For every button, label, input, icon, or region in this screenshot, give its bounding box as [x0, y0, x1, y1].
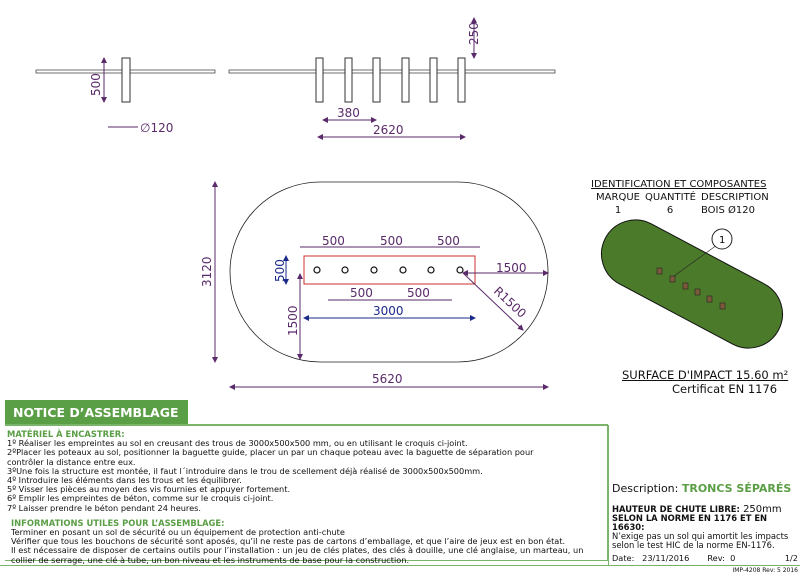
dim-spacing-bottom-1: 500: [350, 286, 373, 300]
description-value: TRONCS SÉPARÉS: [681, 482, 792, 495]
dim-spacing-top-1: 500: [322, 234, 345, 248]
step: 7º Laisser prendre le béton pendant 24 h…: [7, 502, 202, 513]
description-label: Description:: [612, 482, 682, 495]
dim-rect-width: 500: [273, 259, 287, 282]
notice-box: MATÉRIEL À ENCASTRER: 1º Réaliser les em…: [5, 424, 608, 565]
document-code: IMP-4208 Rev: 5 2016: [732, 567, 798, 574]
header-description: DESCRIPTION: [701, 192, 769, 203]
dim-edge: 1500: [496, 261, 527, 275]
description: Description: TRONCS SÉPARÉS: [612, 482, 791, 495]
dim-spacing-top-2: 500: [380, 234, 403, 248]
isometric-view: 1: [600, 219, 784, 349]
step: 3ºUne fois la structure est montée, il f…: [7, 465, 483, 476]
header-quantite: QUANTITÉ: [645, 192, 696, 203]
identification-table: IDENTIFICATION ET COMPOSANTES MARQUE QUAN…: [591, 178, 769, 217]
dim-post-height: 500: [89, 73, 103, 96]
page-number: 1/2: [784, 553, 798, 563]
info-title: INFORMATIONS UTILES POUR L’ASSEMBLAGE:: [11, 517, 225, 528]
identification-header: MARQUE QUANTITÉ DESCRIPTION: [591, 191, 769, 204]
info-line: Vérifier que tous les bouchons de sécuri…: [11, 536, 566, 547]
header-marque: MARQUE: [596, 192, 640, 203]
dim-spacing: 380: [337, 106, 360, 120]
norm-note: N’exige pas un sol qui amortit les impac…: [612, 531, 789, 550]
dim-radius: R1500: [491, 284, 529, 321]
step: 5º Visser les pièces au moyen des vis fo…: [7, 484, 291, 495]
notice-title: NOTICE D’ASSEMBLAGE: [5, 400, 188, 425]
step: 1º Réaliser les empreintes au sol en cre…: [7, 438, 468, 449]
dim-height-above: 250: [467, 22, 481, 45]
dim-width-total: 3120: [200, 256, 214, 287]
dim-side: 1500: [286, 305, 300, 336]
footer: Date: 23/11/2016 Rev: 0 1/2: [612, 553, 800, 563]
date-label: Date:: [612, 553, 635, 563]
cell-quantite: 6: [666, 205, 674, 216]
rev-label: Rev:: [707, 553, 725, 563]
dim-spacing-bottom-2: 500: [407, 286, 430, 300]
certificate: Certificat EN 1176: [672, 382, 778, 396]
elevation-right-view: 250 380 2620: [228, 17, 556, 140]
cell-marque: 1: [614, 205, 622, 216]
dim-spacing-top-3: 500: [437, 234, 460, 248]
divider: [0, 565, 800, 566]
norm-label: SELON LA NORME EN 1176 ET EN 16630:: [612, 513, 768, 532]
plan-view: 3120 5620 500 500 500 500 500 500 3000 1…: [200, 181, 549, 390]
info-panel: [608, 425, 800, 565]
fall-height: HAUTEUR DE CHUTE LIBRE: 250mm SELON LA N…: [612, 505, 800, 550]
dim-rect-length: 3000: [373, 304, 404, 318]
identification-title: IDENTIFICATION ET COMPOSANTES: [591, 179, 767, 190]
info-line: Terminer en posant un sol de sécurité ou…: [11, 527, 345, 538]
material-title: MATÉRIEL À ENCASTRER:: [7, 429, 125, 439]
identification-row: 1 6 BOIS Ø120: [591, 204, 769, 217]
rev-value: 0: [730, 553, 736, 563]
impact-surface: SURFACE D'IMPACT 15.60 m²: [622, 368, 789, 382]
dim-total-length: 2620: [373, 123, 404, 137]
dim-length-total: 5620: [372, 372, 403, 386]
info-line: Il est nécessaire de disposer de certain…: [11, 545, 584, 565]
callout-1: 1: [719, 235, 725, 246]
step: 2ºPlacer les poteaux au sol, positionner…: [7, 447, 534, 467]
step: 4º Introduire les éléments dans les trou…: [7, 475, 242, 486]
step: 6º Emplir les empreintes de béton, comme…: [7, 493, 274, 504]
fall-height-label: HAUTEUR DE CHUTE LIBRE:: [612, 504, 740, 514]
fall-height-value: 250mm: [739, 504, 782, 515]
date-value: 23/11/2016: [642, 553, 690, 563]
elevation-left-view: 500 ∅120: [35, 57, 216, 135]
cell-description: BOIS Ø120: [701, 205, 755, 216]
dim-diameter: ∅120: [140, 121, 173, 135]
